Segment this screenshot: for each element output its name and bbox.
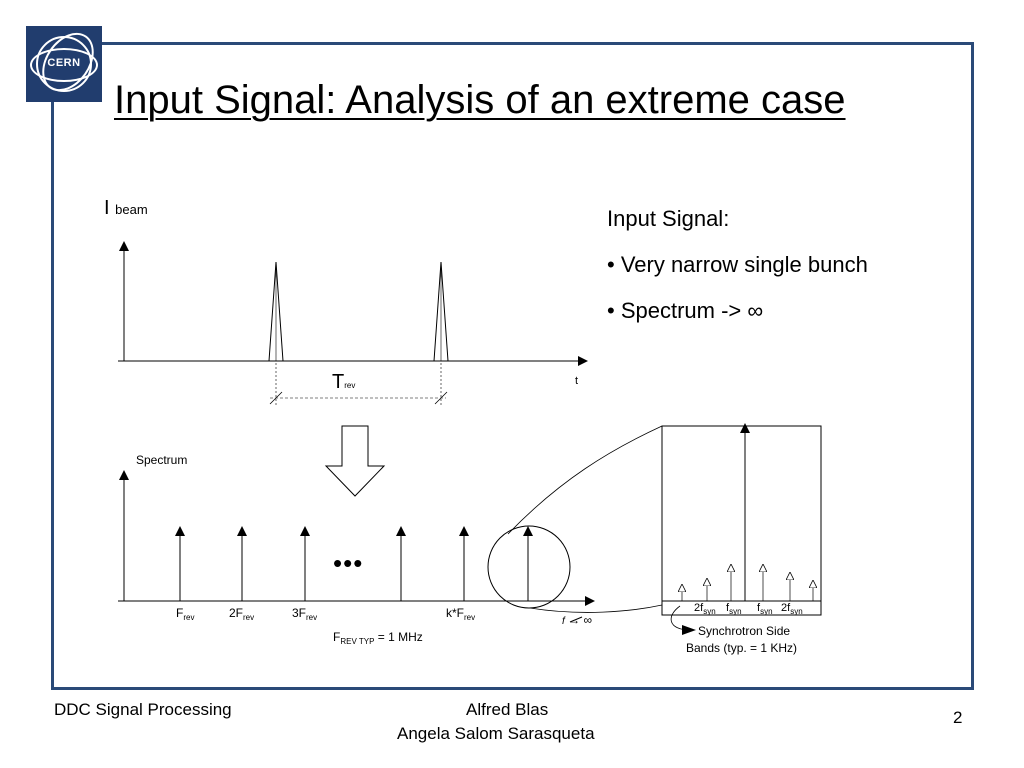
page-number: 2 — [953, 708, 963, 727]
zoom-connector — [529, 604, 663, 613]
sideband-caption-line2: Bands (typ. = 1 KHz) — [686, 641, 798, 655]
info-heading: Input Signal: — [607, 206, 730, 231]
footer-author-1: Alfred Blas — [466, 700, 549, 719]
frequency-note: FREV TYP = 1 MHz — [333, 630, 423, 646]
logo-text: CERN — [47, 57, 81, 69]
cern-logo: CERN — [26, 23, 105, 102]
harmonic-label: k*Frev — [446, 606, 476, 622]
zoom-circle — [487, 525, 571, 609]
bullet-spectrum: • Spectrum -> ∞ — [607, 298, 764, 323]
sideband-label: fsyn — [726, 602, 742, 616]
frequency-axis-label: f → ∞ — [562, 613, 593, 627]
zoom-connector — [507, 425, 663, 535]
period-label: Trev — [332, 371, 356, 393]
transform-arrow-icon — [324, 425, 386, 497]
footer-left: DDC Signal Processing — [54, 700, 232, 719]
footer-author-2: Angela Salom Sarasqueta — [397, 724, 595, 743]
bullet-narrow-bunch: • Very narrow single bunch — [607, 252, 868, 277]
harmonic-label: Frev — [176, 606, 195, 622]
sideband-label: 2fsyn — [781, 602, 803, 616]
time-axis-label: t — [575, 375, 579, 387]
sideband-caption-line1: Synchrotron Side — [698, 624, 791, 638]
ellipsis: ••• — [333, 548, 364, 578]
spectrum-axis-label: Spectrum — [136, 453, 188, 467]
sideband-label: fsyn — [757, 602, 773, 616]
harmonic-label: 2Frev — [229, 606, 255, 622]
zoom-box — [661, 425, 822, 616]
harmonic-label: 3Frev — [292, 606, 318, 622]
sideband-label: 2fsyn — [694, 602, 716, 616]
beam-current-label: I beam — [104, 197, 148, 219]
page-title: Input Signal: Analysis of an extreme cas… — [114, 78, 846, 122]
